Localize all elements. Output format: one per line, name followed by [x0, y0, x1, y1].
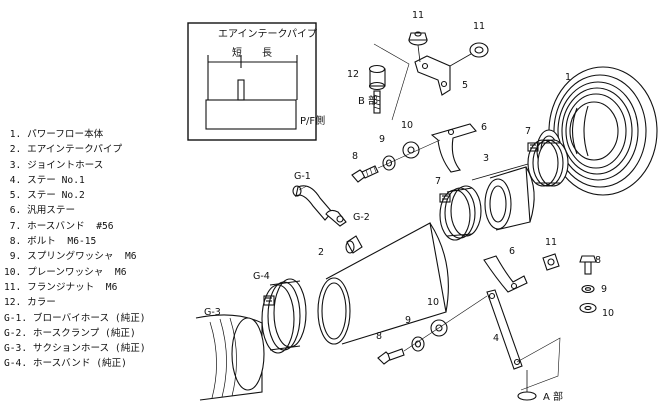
stud-b-view	[373, 90, 381, 114]
parts-list-item: 7. ホースバンド #56	[4, 220, 114, 232]
inset-pf-side: P/F側	[300, 114, 325, 127]
parts-list-item: 3. ジョイントホース	[4, 159, 104, 171]
general-stay-6-upper	[430, 123, 477, 173]
view-a-marker	[517, 391, 537, 401]
callout-4: 4	[493, 333, 499, 344]
parts-list-item: G-1. ブローバイホース (純正)	[4, 312, 146, 324]
bolt-8-lower	[377, 348, 405, 365]
view-b-leader	[373, 43, 410, 121]
hose-band-7-upper	[471, 139, 569, 187]
callout-g4: G-4	[253, 271, 270, 282]
callout-12: 12	[347, 69, 359, 80]
view-b-label: B 部	[358, 94, 378, 107]
parts-list-item: 2. エアインテークパイプ	[4, 144, 123, 156]
inset-pipe-orientation	[187, 22, 317, 141]
callout-9-upper: 9	[379, 134, 385, 145]
parts-list-item: G-3. サクションホース (純正)	[4, 343, 146, 355]
callout-1: 1	[565, 72, 571, 83]
parts-list-item: G-4. ホースバンド (純正)	[4, 358, 127, 370]
callout-11-right: 11	[473, 21, 485, 32]
bolt-8-upper	[351, 165, 379, 183]
parts-list-item: 12. カラー	[4, 297, 56, 309]
plain-washer-10-lower-right	[579, 302, 597, 314]
callout-8-right: 8	[595, 255, 601, 266]
callout-5: 5	[462, 80, 468, 91]
callout-10-lower: 10	[427, 297, 439, 308]
parts-list-item: 1. パワーフロー本体	[4, 129, 104, 140]
callout-g3: G-3	[204, 307, 221, 318]
flange-nut-11-right	[469, 42, 489, 58]
stay-no2	[414, 55, 451, 96]
hose-band-g4	[261, 278, 307, 354]
callout-11-lower: 11	[545, 237, 557, 248]
bolt-8-lower-right	[579, 255, 597, 275]
callout-10-upper: 10	[401, 120, 413, 131]
callout-7-upper: 7	[525, 126, 531, 137]
collar-12	[368, 64, 386, 91]
parts-list-item: 4. ステー No.1	[4, 174, 85, 186]
callout-6-lower: 6	[509, 246, 515, 257]
callout-2: 2	[318, 247, 324, 258]
callout-11-top: 11	[412, 10, 424, 21]
callout-8-lower: 8	[376, 331, 382, 342]
suction-hose-g3	[195, 314, 265, 401]
hose-clamp-g2	[325, 209, 347, 227]
parts-list-item: 5. ステー No.2	[4, 190, 85, 202]
callout-8-upper: 8	[352, 151, 358, 162]
hose-band-7-lower	[439, 185, 482, 241]
stay-no1	[486, 289, 523, 370]
view-a-leader	[516, 337, 561, 391]
parts-list-item: 8. ボルト M6-15	[4, 236, 97, 248]
joint-hose	[484, 166, 535, 231]
flange-nut-11-lower	[542, 253, 560, 271]
callout-g2: G-2	[353, 212, 370, 223]
callout-9-right: 9	[601, 284, 607, 295]
flange-nut-11-top	[408, 31, 428, 46]
parts-list-item: 9. スプリングワッシャ M6	[4, 251, 137, 263]
parts-list-item: G-2. ホースクランプ (純正)	[4, 327, 136, 339]
parts-list: 1. パワーフロー本体 2. エアインテークパイプ 3. ジョイントホース 4.…	[4, 127, 146, 372]
view-a-label: A 部	[543, 390, 563, 403]
callout-10-right: 10	[602, 308, 614, 319]
parts-list-item: 11. フランジナット M6	[4, 281, 118, 293]
inset-title: エアインテークパイプ	[218, 28, 317, 40]
spring-washer-9-lower-right	[581, 284, 595, 294]
callout-7-lower: 7	[435, 176, 441, 187]
callout-3: 3	[483, 153, 489, 164]
inset-long-label: 長	[262, 47, 272, 59]
inset-short-label: 短	[232, 46, 242, 59]
spring-washer-9-lower	[411, 336, 425, 352]
parts-list-item: 10. プレーンワッシャ M6	[4, 266, 127, 278]
callout-9-lower: 9	[405, 315, 411, 326]
general-stay-6-lower	[483, 255, 528, 293]
callout-g1: G-1	[294, 171, 311, 182]
blow-by-hose-g1	[292, 185, 333, 221]
callout-6-upper: 6	[481, 122, 487, 133]
parts-list-item: 6. 汎用ステー	[4, 205, 76, 217]
air-intake-pipe	[317, 222, 449, 345]
